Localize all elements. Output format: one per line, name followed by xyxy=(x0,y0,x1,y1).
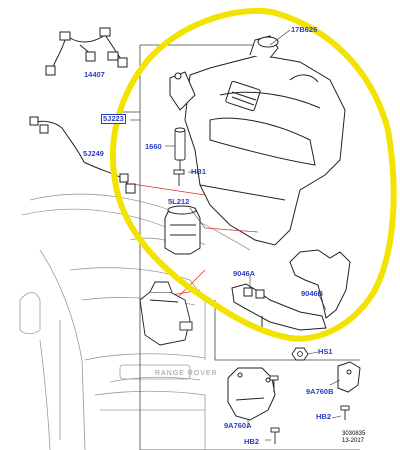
callout-nut: HS1 xyxy=(318,347,333,356)
callout-cap: 17B626 xyxy=(291,25,318,34)
reference-number: 3030835 xyxy=(342,431,366,437)
harness-top-illustration xyxy=(45,27,128,76)
bolts-hb2-shapes xyxy=(269,375,350,444)
callout-harness-mid: 5J249 xyxy=(83,149,104,158)
bracket-illustration xyxy=(231,249,351,331)
callout-bolt-tank: HB1 xyxy=(191,167,207,176)
shield-right-illustration xyxy=(337,361,361,393)
callout-bracket-right: 9046B xyxy=(301,289,324,298)
reference-block: 3030835 13-2017 xyxy=(342,431,365,445)
callout-bolt-left: HB2 xyxy=(244,437,260,446)
callout-harness-top: 14407 xyxy=(84,70,105,79)
harness-mid-illustration xyxy=(29,116,136,194)
callout-shield-left: 9A760A xyxy=(224,421,252,430)
fuel-pump-illustration xyxy=(164,205,201,255)
pipe-fitting xyxy=(174,127,186,172)
callout-pump: 5L212 xyxy=(168,197,190,206)
fuel-tank-illustration xyxy=(169,35,346,246)
highlight-ellipse xyxy=(109,8,397,342)
callout-sensor-boxed: 5J223 xyxy=(101,114,126,124)
bolt-hb1-shape xyxy=(173,169,185,186)
callout-bracket-left: 9046A xyxy=(233,269,256,278)
callout-pipe: 1660 xyxy=(145,142,162,151)
rear-module-illustration xyxy=(139,281,193,346)
callout-bolt-right: HB2 xyxy=(316,412,332,421)
callout-shield-right: 9A760B xyxy=(306,387,334,396)
reference-date: 13-2017 xyxy=(342,437,365,444)
vehicle-badge: RANGE ROVER xyxy=(155,370,218,377)
leader-lines xyxy=(130,29,342,441)
shield-left-illustration xyxy=(227,367,276,421)
nut-hs1-shape xyxy=(291,347,309,361)
